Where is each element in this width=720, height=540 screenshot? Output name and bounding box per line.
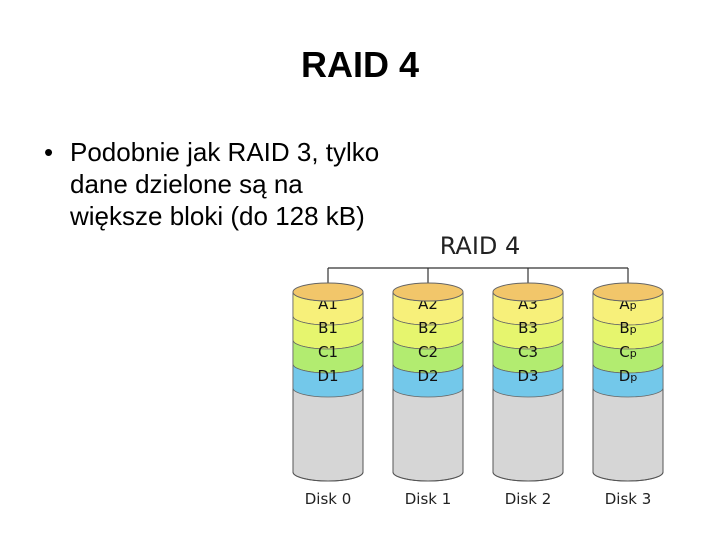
parity-subscript: p <box>630 371 637 384</box>
block-cell <box>292 363 364 398</box>
disk-top <box>292 282 364 302</box>
disk-top <box>592 282 664 302</box>
slide-title: RAID 4 <box>300 44 420 85</box>
parity-subscript: p <box>630 323 637 336</box>
block-label: B3 <box>518 319 538 337</box>
disk-bottom <box>592 471 664 482</box>
bullet-text: Podobnie jak RAID 3, tylko dane dzielone… <box>70 137 380 231</box>
disk-label: Disk 1 <box>405 490 452 508</box>
block-label: C1 <box>318 343 338 361</box>
block-label: D1 <box>317 367 338 385</box>
bus-lines <box>327 267 629 284</box>
bullet-point: • Podobnie jak RAID 3, tylko dane dzielo… <box>44 136 394 232</box>
block-label: B1 <box>318 319 338 337</box>
block-label: Dp <box>619 367 638 385</box>
block-label: Bp <box>619 319 636 337</box>
disk-bottom <box>292 471 364 482</box>
block-cell <box>392 363 464 398</box>
diagram-title: RAID 4 <box>440 232 521 260</box>
disk-top <box>492 282 564 302</box>
block-label: D3 <box>517 367 538 385</box>
parity-subscript: p <box>630 299 637 312</box>
disk-label: Disk 2 <box>505 490 552 508</box>
disk-label: Disk 3 <box>605 490 652 508</box>
disk-label: Disk 0 <box>305 490 352 508</box>
parity-subscript: p <box>630 347 637 360</box>
bullet-dot: • <box>44 137 54 167</box>
block-cell <box>492 363 564 398</box>
block-label: Cp <box>619 343 636 361</box>
block-label: C2 <box>418 343 438 361</box>
block-label: D2 <box>417 367 438 385</box>
block-cell <box>592 363 664 398</box>
block-label: B2 <box>418 319 438 337</box>
disk-bottom <box>392 471 464 482</box>
block-label: C3 <box>518 343 538 361</box>
disk-bottom <box>492 471 564 482</box>
disk-top <box>392 282 464 302</box>
